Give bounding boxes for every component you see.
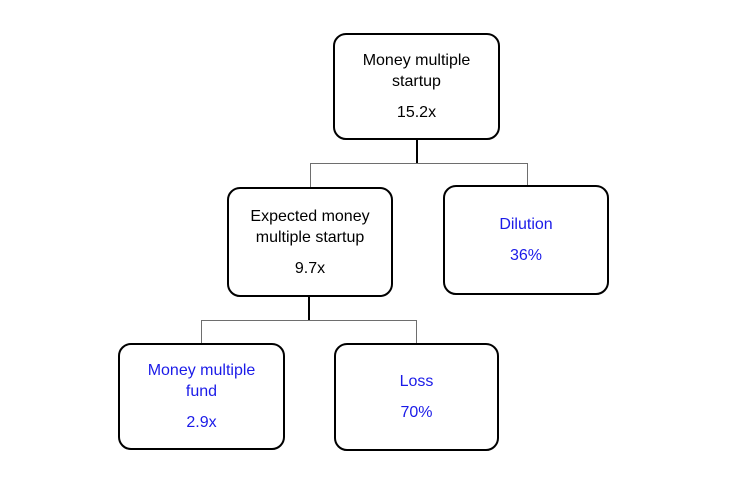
node-value: 9.7x [294, 259, 326, 277]
node-label: Money multiple startup [362, 52, 471, 90]
node-money-multiple-startup: Money multiple startup 15.2x [333, 33, 500, 140]
connector-bracket-level3 [201, 320, 417, 321]
node-label: Money multiple fund [147, 362, 256, 400]
node-label: Loss [399, 373, 434, 390]
connector-stub-startup [416, 140, 418, 164]
node-value: 70% [400, 404, 433, 421]
connector-bracket-level2 [310, 163, 527, 164]
node-money-multiple-fund: Money multiple fund 2.9x [118, 343, 285, 450]
connector-stub-expected [308, 297, 310, 321]
connector-drop-expected [310, 163, 311, 187]
node-label: Dilution [499, 216, 553, 233]
connector-drop-fund [201, 320, 202, 343]
node-value: 2.9x [186, 414, 217, 431]
node-value: 36% [509, 247, 543, 264]
node-dilution: Dilution 36% [443, 185, 609, 295]
connector-drop-loss [416, 320, 417, 343]
node-value: 15.2x [396, 104, 437, 121]
node-label: Expected money multiple startup [250, 207, 370, 246]
node-loss: Loss 70% [334, 343, 499, 451]
node-expected-money-multiple-startup: Expected money multiple startup 9.7x [227, 187, 393, 297]
connector-drop-dilution [527, 163, 528, 185]
